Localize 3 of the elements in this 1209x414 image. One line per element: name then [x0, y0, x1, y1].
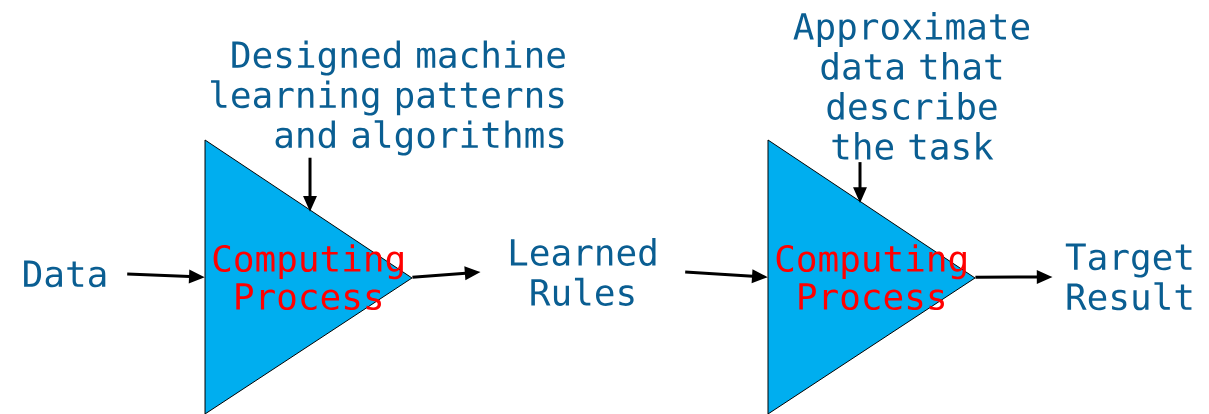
node-label: Learned Rules — [510, 238, 656, 306]
node-label: Target Result — [1065, 243, 1192, 311]
node-label: Data — [24, 260, 106, 288]
